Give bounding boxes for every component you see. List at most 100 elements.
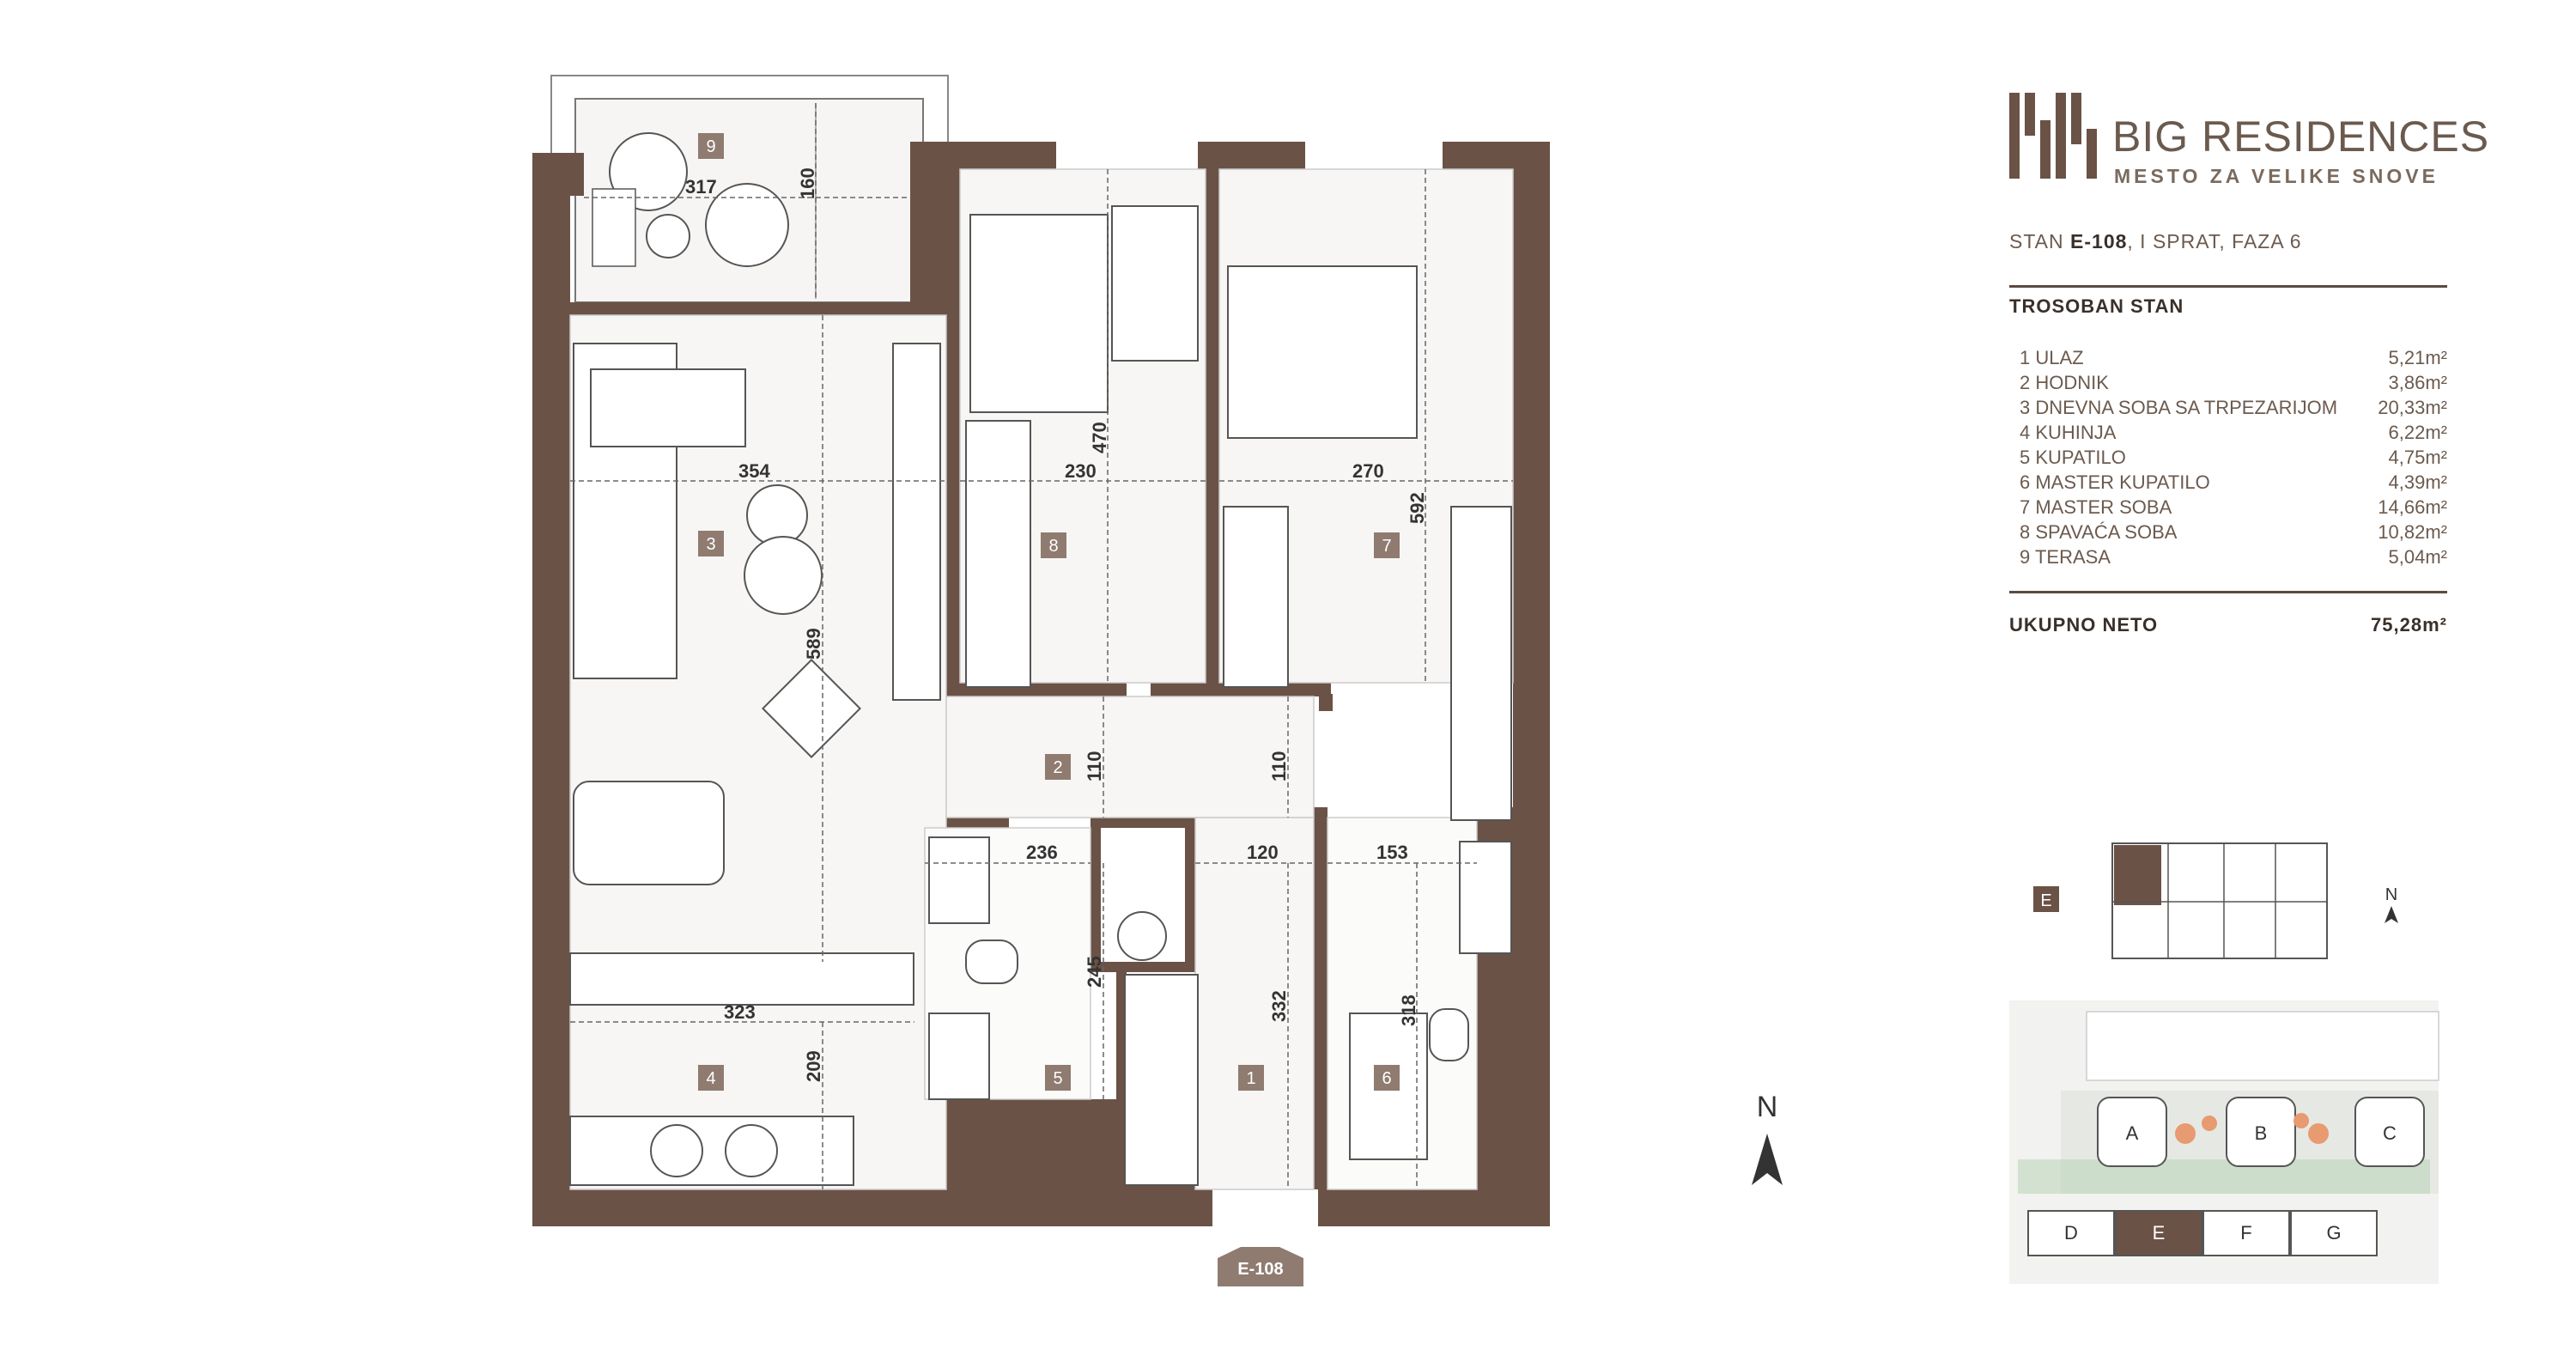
svg-text:G: G bbox=[2326, 1222, 2341, 1244]
chaise-icon bbox=[590, 368, 746, 447]
wardrobe-icon bbox=[965, 420, 1031, 688]
svg-text:E: E bbox=[2040, 891, 2051, 910]
unit-code: E-108 bbox=[2070, 230, 2128, 252]
svg-text:3: 3 bbox=[706, 535, 715, 554]
svg-text:E-108: E-108 bbox=[1237, 1260, 1283, 1279]
total-row: UKUPNO NETO 75,28m² bbox=[2009, 614, 2447, 636]
svg-text:C: C bbox=[2383, 1122, 2397, 1144]
outdoor-unit-icon bbox=[592, 188, 636, 267]
room-tag-8: 8 bbox=[1041, 532, 1066, 558]
room-tag-9: 9 bbox=[698, 133, 724, 159]
unit-suffix: , I SPRAT, FAZA 6 bbox=[2127, 230, 2302, 252]
dim-209: 209 bbox=[803, 1050, 824, 1082]
room-tag-7: 7 bbox=[1374, 532, 1400, 558]
building-G: G bbox=[2290, 1210, 2378, 1256]
dim-110-left: 110 bbox=[1084, 751, 1105, 782]
svg-text:A: A bbox=[2126, 1122, 2139, 1144]
room-tag-3: 3 bbox=[698, 531, 724, 556]
dim-323: 323 bbox=[724, 1001, 756, 1023]
svg-text:5: 5 bbox=[1053, 1069, 1062, 1088]
coffee-table-icon bbox=[744, 536, 823, 615]
electrical-panel-icon bbox=[1117, 911, 1167, 961]
desk-icon bbox=[1111, 205, 1199, 362]
svg-text:1: 1 bbox=[1246, 1069, 1255, 1088]
master-sink-icon bbox=[1459, 841, 1512, 954]
wardrobe-icon bbox=[1223, 506, 1289, 688]
dim-318: 318 bbox=[1398, 994, 1419, 1026]
compass: N bbox=[1752, 1091, 1783, 1185]
north-label: N bbox=[1757, 1091, 1778, 1123]
room-tag-2: 2 bbox=[1045, 754, 1071, 780]
brand-logo-icon bbox=[2009, 93, 2097, 179]
shower-icon bbox=[928, 1012, 990, 1100]
building-A: A bbox=[2097, 1097, 2167, 1167]
toilet-icon bbox=[965, 940, 1018, 984]
svg-text:4: 4 bbox=[706, 1069, 715, 1088]
dim-245: 245 bbox=[1084, 956, 1105, 988]
dim-317: 317 bbox=[685, 176, 717, 198]
dim-592: 592 bbox=[1406, 492, 1428, 524]
room-tag-4: 4 bbox=[698, 1065, 724, 1091]
building-E: E bbox=[2115, 1210, 2202, 1256]
dimension-lines bbox=[570, 103, 1513, 1189]
kitchen-unit-icon bbox=[569, 1116, 854, 1186]
room-tags: 9 3 8 7 2 5 1 6 4 bbox=[698, 133, 1400, 1091]
single-bed-icon bbox=[969, 214, 1109, 413]
sink-icon bbox=[725, 1124, 778, 1177]
building-F: F bbox=[2202, 1210, 2290, 1256]
dim-470: 470 bbox=[1089, 422, 1110, 453]
dim-230: 230 bbox=[1065, 460, 1097, 482]
building-B: B bbox=[2226, 1097, 2296, 1167]
svg-text:F: F bbox=[2240, 1222, 2251, 1244]
keyplan-building: E N bbox=[2033, 842, 2398, 959]
total-area: 75,28m² bbox=[2371, 614, 2447, 635]
dim-332: 332 bbox=[1268, 990, 1290, 1022]
kitchen-counter-icon bbox=[569, 952, 914, 1006]
building-C: C bbox=[2354, 1097, 2425, 1167]
unit-prefix: STAN bbox=[2009, 230, 2064, 252]
svg-text:E: E bbox=[2153, 1222, 2166, 1244]
dim-589: 589 bbox=[803, 628, 824, 660]
master-toilet-icon bbox=[1429, 1008, 1469, 1061]
dim-110-right: 110 bbox=[1268, 751, 1290, 782]
tv-unit-icon bbox=[892, 343, 941, 701]
terrace bbox=[550, 75, 949, 308]
dim-120: 120 bbox=[1247, 842, 1279, 863]
unit-line: STAN E-108, I SPRAT, FAZA 6 bbox=[2009, 230, 2302, 253]
wardrobe-icon bbox=[1450, 506, 1512, 821]
stove-icon bbox=[650, 1124, 703, 1177]
room-tag-6: 6 bbox=[1374, 1065, 1400, 1091]
room-tag-1: 1 bbox=[1238, 1065, 1264, 1091]
bath-sink-icon bbox=[928, 836, 990, 924]
dim-236: 236 bbox=[1026, 842, 1058, 863]
divider bbox=[2009, 285, 2447, 288]
svg-text:D: D bbox=[2064, 1222, 2078, 1244]
brand-name: BIG RESIDENCES bbox=[2112, 112, 2490, 161]
dimension-labels: 317 160 354 230 470 270 592 589 110 110 … bbox=[685, 167, 1428, 1082]
svg-text:6: 6 bbox=[1382, 1069, 1391, 1088]
dim-270: 270 bbox=[1352, 460, 1384, 482]
dim-153: 153 bbox=[1376, 842, 1408, 863]
divider bbox=[2009, 591, 2447, 593]
room-tag-5: 5 bbox=[1045, 1065, 1071, 1091]
apartment-type: TROSOBAN STAN bbox=[2009, 295, 2184, 317]
svg-text:7: 7 bbox=[1382, 537, 1391, 556]
brand-tagline: MESTO ZA VELIKE SNOVE bbox=[2114, 165, 2439, 187]
stool-icon bbox=[646, 214, 690, 258]
svg-text:2: 2 bbox=[1053, 758, 1062, 777]
side-table-icon bbox=[746, 484, 808, 546]
armchair-icon bbox=[762, 659, 861, 758]
furniture bbox=[569, 205, 1512, 1186]
svg-text:B: B bbox=[2255, 1122, 2268, 1144]
north-arrow-icon bbox=[1752, 1134, 1783, 1185]
double-bed-icon bbox=[1227, 265, 1418, 439]
shoe-cabinet-icon bbox=[1124, 974, 1199, 1186]
total-label: UKUPNO NETO bbox=[2009, 614, 2159, 635]
